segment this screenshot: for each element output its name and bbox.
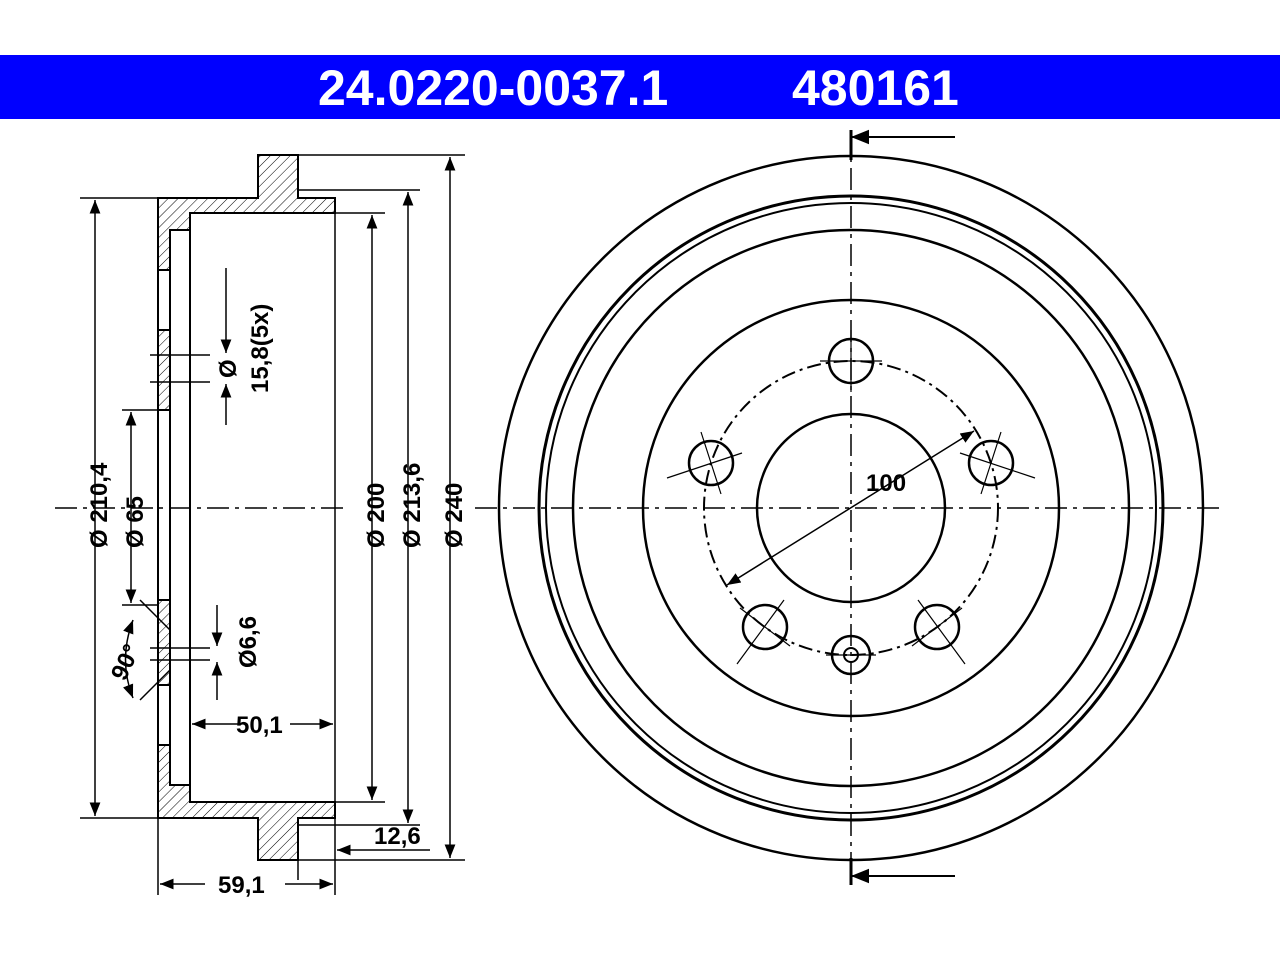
label-d-213-6: Ø 213,6 [399, 463, 426, 548]
label-d-65: Ø 65 [122, 496, 149, 548]
pcd-dimension-line [726, 430, 975, 586]
label-d-15-8: 15,8(5x) [247, 304, 274, 393]
label-angle-90: 90° [106, 640, 146, 684]
side-dimension-lines [80, 154, 465, 895]
label-d-15-8-symbol: Ø [215, 359, 242, 378]
label-d-240: Ø 240 [441, 483, 468, 548]
top-wall-section [157, 154, 336, 271]
label-d-200: Ø 200 [363, 483, 390, 548]
label-d-6-6: Ø6,6 [235, 616, 262, 668]
label-width-50-1: 50,1 [236, 712, 283, 739]
label-pcd-100: 100 [866, 470, 906, 497]
drum-ring-2 [545, 202, 1157, 814]
label-width-59-1: 59,1 [218, 872, 265, 899]
stud-hole [741, 603, 789, 651]
reference-number: 480161 [792, 60, 959, 116]
label-width-12-6: 12,6 [374, 823, 421, 850]
stud-hole [913, 603, 961, 651]
section-markers [849, 129, 955, 885]
label-d-210-4: Ø 210,4 [86, 462, 113, 548]
title-banner: 24.0220-0037.1 480161 [0, 55, 1280, 119]
part-number: 24.0220-0037.1 [318, 60, 669, 116]
bottom-wall-section [157, 744, 336, 861]
